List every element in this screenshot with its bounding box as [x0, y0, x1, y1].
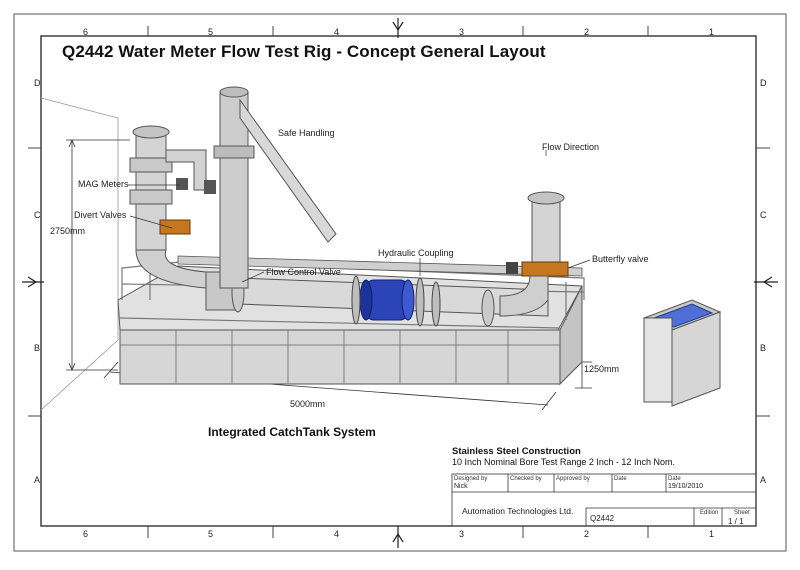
room-lines [40, 97, 119, 411]
grid-col-5-top: 5 [208, 27, 214, 37]
blue-meter [351, 275, 441, 327]
tb-sheet: 1 / 1 [728, 517, 744, 526]
tb-approved-by-label: Approved by [556, 476, 590, 482]
grid-row-c-left: C [34, 210, 41, 220]
label-divert-valves: Divert Valves [74, 210, 127, 220]
grid-col-6-top: 6 [83, 27, 89, 37]
tb-date-label-2: Date [668, 476, 681, 482]
centring-arrows [22, 18, 778, 548]
grid-row-d-left: D [34, 78, 41, 88]
title-block [451, 473, 757, 527]
note-spec: 10 Inch Nominal Bore Test Range 2 Inch -… [452, 457, 675, 467]
right-column [499, 191, 569, 317]
grid-col-3-bottom: 3 [459, 529, 465, 539]
label-flow-direction: Flow Direction [542, 142, 600, 152]
zone-ticks [28, 26, 770, 538]
tb-designed-by-label: Designed by [454, 476, 488, 482]
grid-col-3-top: 3 [459, 27, 465, 37]
grid-col-6-bottom: 6 [83, 529, 89, 539]
label-flow-control-valve: Flow Control Valve [266, 267, 341, 277]
height-dimension [66, 138, 130, 372]
top-rail [177, 255, 583, 277]
label-safe-handling: Safe Handling [278, 128, 335, 138]
grid-col-5-bottom: 5 [208, 529, 214, 539]
grid-row-b-left: B [34, 343, 41, 353]
label-butterfly-valve: Butterfly valve [592, 254, 649, 264]
tb-company: Automation Technologies Ltd. [462, 506, 574, 516]
tb-edition-label: Edition [700, 510, 719, 516]
grid-row-c-right: C [760, 210, 767, 220]
tb-date: 19/10/2010 [668, 483, 704, 490]
grid-row-d-right: D [760, 78, 767, 88]
grid-col-2-bottom: 2 [584, 529, 590, 539]
grid-col-4-top: 4 [334, 27, 340, 37]
note-catchtank: Integrated CatchTank System [208, 425, 376, 439]
label-height-dimension: 2750mm [50, 226, 86, 236]
grid-col-1-bottom: 1 [709, 529, 715, 539]
label-depth-dimension: 1250mm [584, 364, 620, 374]
grid-row-a-right: A [760, 475, 767, 485]
label-hydraulic-coupling: Hydraulic Coupling [378, 248, 454, 258]
grid-row-b-right: B [760, 343, 767, 353]
drawing-title: Q2442 Water Meter Flow Test Rig - Concep… [62, 42, 546, 61]
tb-drawing-no: Q2442 [590, 514, 615, 523]
tb-date-label: Date [614, 476, 627, 482]
tb-checked-by-label: Checked by [510, 476, 542, 482]
grid-col-1-top: 1 [709, 27, 715, 37]
control-cabinet [642, 299, 722, 407]
tb-designed-by: Nick [454, 483, 468, 490]
grid-col-4-bottom: 4 [334, 529, 340, 539]
leader-lines [128, 150, 591, 283]
grid-row-a-left: A [34, 475, 41, 485]
tb-sheet-label: Sheet [734, 510, 750, 516]
central-column [213, 86, 337, 289]
note-construction: Stainless Steel Construction [452, 446, 581, 457]
label-mag-meters: MAG Meters [78, 179, 129, 189]
label-length-dimension: 5000mm [290, 399, 326, 409]
outer-border [13, 13, 787, 552]
left-column [129, 125, 216, 289]
grid-col-2-top: 2 [584, 27, 590, 37]
